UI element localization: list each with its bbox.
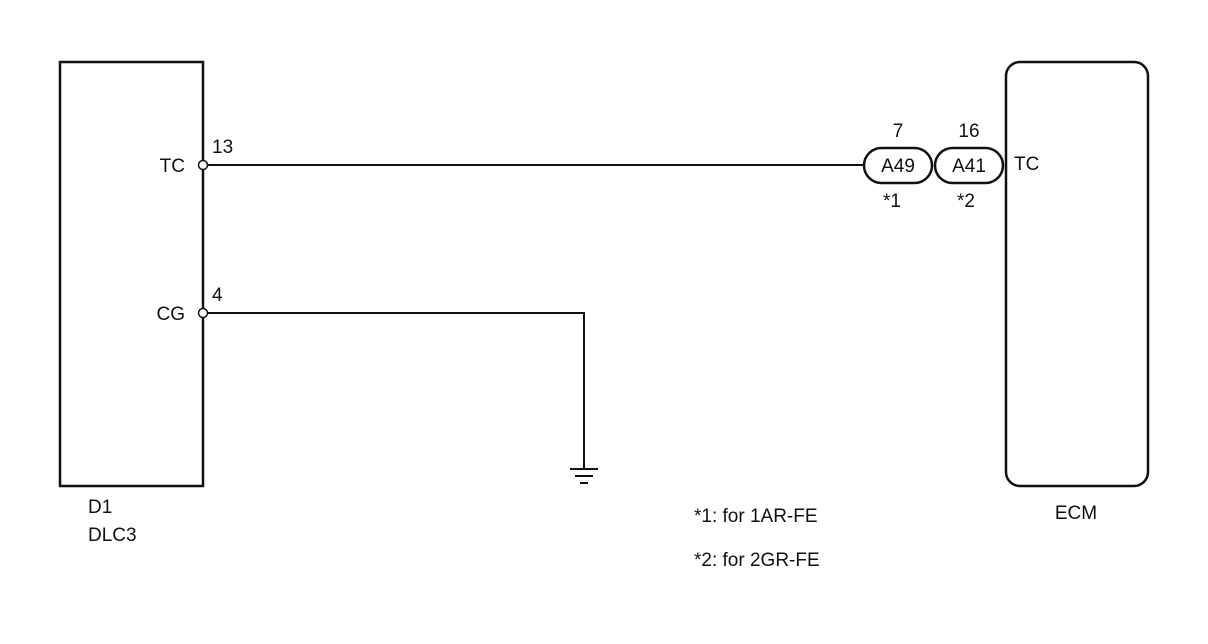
dlc3-pin-cg-label: CG	[157, 304, 186, 325]
ecm-name: ECM	[1055, 503, 1097, 524]
dlc3-pin-cg-number: 4	[212, 285, 223, 306]
connector-a41-pin: 16	[958, 121, 979, 142]
connector-a41-id: A41	[952, 156, 986, 177]
dlc3-name: DLC3	[88, 525, 137, 546]
dlc3-id: D1	[88, 497, 112, 518]
connector-a49	[862, 146, 934, 185]
dlc3-pin-tc-terminal	[197, 159, 209, 171]
dlc3-pin-tc-label: TC	[160, 156, 185, 177]
connector-a49-note: *1	[883, 191, 901, 212]
ecm-pin-tc-label: TC	[1014, 154, 1039, 175]
connector-a41	[933, 146, 1005, 185]
ground-icon	[570, 468, 598, 484]
dlc3-pin-tc-number: 13	[212, 137, 233, 158]
cg-wire	[207, 312, 585, 468]
connector-a49-pin: 7	[893, 121, 904, 142]
dlc3-box	[58, 60, 205, 488]
connector-a41-note: *2	[957, 191, 975, 212]
dlc3-pin-cg-terminal	[197, 307, 209, 319]
note-2: *2: for 2GR-FE	[694, 550, 820, 571]
note-1: *1: for 1AR-FE	[694, 506, 818, 527]
ecm-box	[1004, 60, 1150, 488]
connector-a49-id: A49	[881, 156, 915, 177]
